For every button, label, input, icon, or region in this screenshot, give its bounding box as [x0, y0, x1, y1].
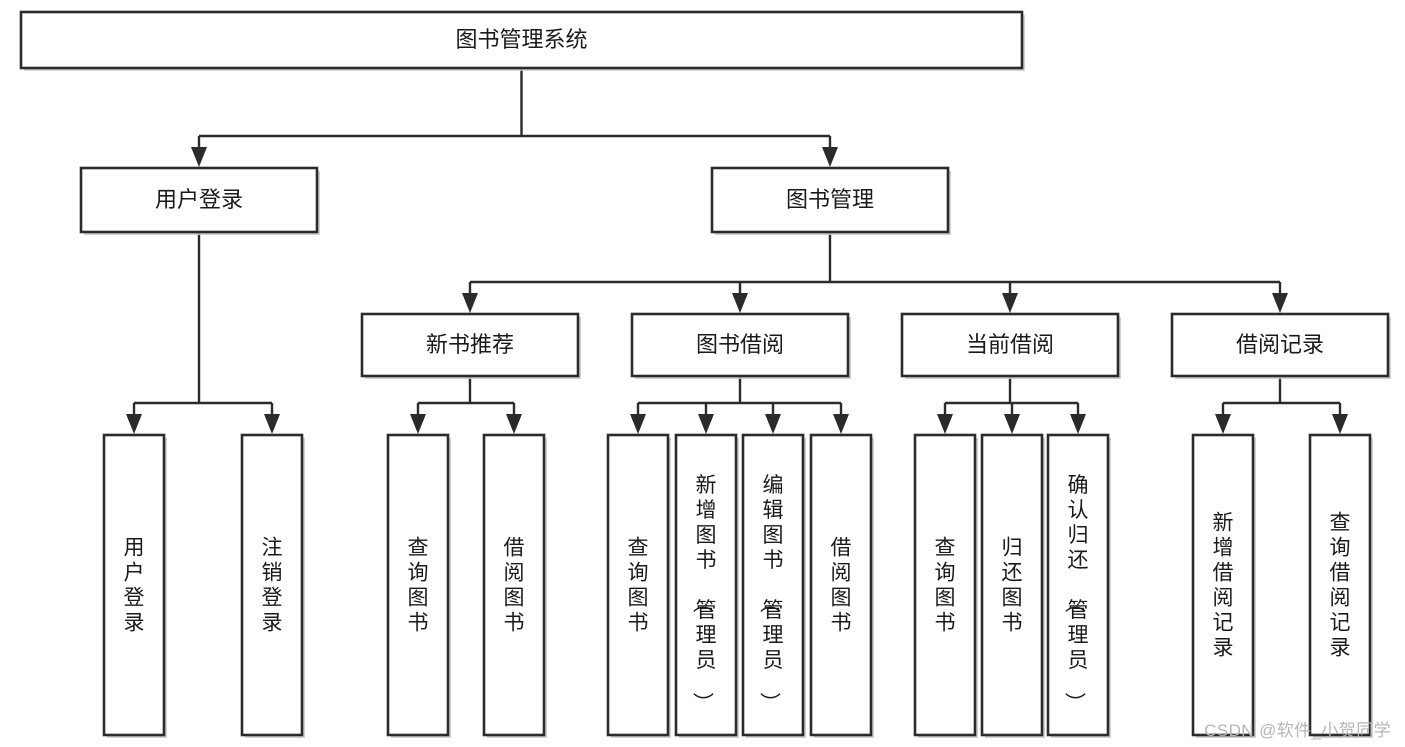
node-label: 用户登录: [124, 537, 145, 635]
node-layer: 图书管理系统用户登录图书管理新书推荐图书借阅当前借阅借阅记录用户登录注销登录查询…: [19, 10, 1391, 738]
node-outline: [606, 433, 670, 737]
node-outline: [980, 433, 1044, 737]
node-leaf-query-record[interactable]: 查询借阅记录: [1308, 433, 1373, 738]
node-label: 查询图书: [408, 537, 429, 635]
node-label: 查询图书: [628, 537, 649, 635]
node-leaf-add-book[interactable]: 新增图书（管理员）: [674, 433, 739, 738]
node-label: 注销登录: [262, 537, 283, 635]
arrowhead-new_book_rec: [462, 293, 478, 313]
node-label: 借阅图书: [504, 537, 525, 635]
node-label: 当前借阅: [966, 332, 1054, 357]
arrowhead-leaf_confirm_return: [1070, 414, 1086, 434]
node-leaf-borrow-book-2[interactable]: 借阅图书: [809, 433, 874, 738]
arrowhead-leaf_add_book: [698, 414, 714, 434]
arrowhead-current_borrow: [1002, 293, 1018, 313]
arrowhead-leaf_query_book_3: [937, 414, 953, 434]
node-borrow-record[interactable]: 借阅记录: [1170, 312, 1391, 379]
node-outline: [19, 10, 1024, 70]
node-leaf-query-book-1[interactable]: 查询图书: [386, 433, 451, 738]
node-root[interactable]: 图书管理系统: [19, 10, 1025, 71]
arrowhead-borrow_record: [1272, 293, 1288, 313]
node-outline: [809, 433, 873, 737]
node-current-borrow[interactable]: 当前借阅: [900, 312, 1121, 379]
node-outline: [102, 433, 166, 737]
node-outline: [674, 433, 738, 737]
node-label: 新增借阅记录: [1213, 512, 1234, 660]
node-outline: [240, 433, 304, 737]
node-label: 新增图书（管理员）: [691, 474, 717, 713]
watermark-label: CSDN @软件_小贺同学: [1204, 721, 1391, 740]
node-outline: [386, 433, 450, 737]
arrowhead-leaf_borrow_book_1: [506, 414, 522, 434]
arrowhead-leaf_query_book_2: [630, 414, 646, 434]
node-outline: [482, 433, 546, 737]
arrowhead-book_borrow: [732, 293, 748, 313]
node-leaf-edit-book[interactable]: 编辑图书（管理员）: [741, 433, 806, 738]
node-label: 编辑图书（管理员）: [758, 474, 784, 713]
node-outline: [1191, 433, 1255, 737]
arrowhead-book_manage: [822, 147, 838, 167]
node-leaf-user-login[interactable]: 用户登录: [102, 433, 167, 738]
node-outline: [630, 312, 850, 378]
node-outline: [1308, 433, 1372, 737]
node-label: 查询图书: [935, 537, 956, 635]
node-leaf-query-book-2[interactable]: 查询图书: [606, 433, 671, 738]
node-leaf-return-book[interactable]: 归还图书: [980, 433, 1045, 738]
node-leaf-logout[interactable]: 注销登录: [240, 433, 305, 738]
node-new-book-rec[interactable]: 新书推荐: [360, 312, 581, 379]
arrowhead-leaf_user_login: [126, 414, 142, 434]
node-leaf-borrow-book-1[interactable]: 借阅图书: [482, 433, 547, 738]
node-label: 借阅记录: [1236, 332, 1324, 357]
node-label: 图书借阅: [696, 332, 784, 357]
node-outline: [710, 166, 950, 234]
node-outline: [741, 433, 805, 737]
arrowhead-leaf_borrow_book_2: [833, 414, 849, 434]
node-label: 归还图书: [1002, 537, 1023, 635]
node-leaf-confirm-return[interactable]: 确认归还（管理员）: [1046, 433, 1111, 738]
node-leaf-query-book-3[interactable]: 查询图书: [913, 433, 978, 738]
arrowhead-leaf_add_record: [1215, 414, 1231, 434]
node-label: 用户登录: [155, 187, 243, 212]
node-user-login[interactable]: 用户登录: [79, 166, 320, 235]
node-outline: [79, 166, 319, 234]
node-label: 确认归还（管理员）: [1063, 474, 1089, 713]
node-label: 查询借阅记录: [1330, 512, 1351, 660]
node-label: 借阅图书: [831, 537, 852, 635]
node-outline: [913, 433, 977, 737]
node-book-borrow[interactable]: 图书借阅: [630, 312, 851, 379]
node-label: 新书推荐: [426, 332, 514, 357]
node-outline: [1170, 312, 1390, 378]
node-outline: [1046, 433, 1110, 737]
arrowhead-leaf_query_book_1: [410, 414, 426, 434]
node-label: 图书管理系统: [455, 27, 587, 52]
node-book-manage[interactable]: 图书管理: [710, 166, 951, 235]
node-outline: [360, 312, 580, 378]
connector-layer: [126, 68, 1348, 434]
arrowhead-leaf_query_record: [1332, 414, 1348, 434]
arrowhead-leaf_return_book: [1004, 414, 1020, 434]
arrowhead-leaf_edit_book: [765, 414, 781, 434]
arrowhead-leaf_logout: [264, 414, 280, 434]
arrowhead-user_login: [191, 147, 207, 167]
node-label: 图书管理: [786, 187, 874, 212]
node-leaf-add-record[interactable]: 新增借阅记录: [1191, 433, 1256, 738]
node-outline: [900, 312, 1120, 378]
